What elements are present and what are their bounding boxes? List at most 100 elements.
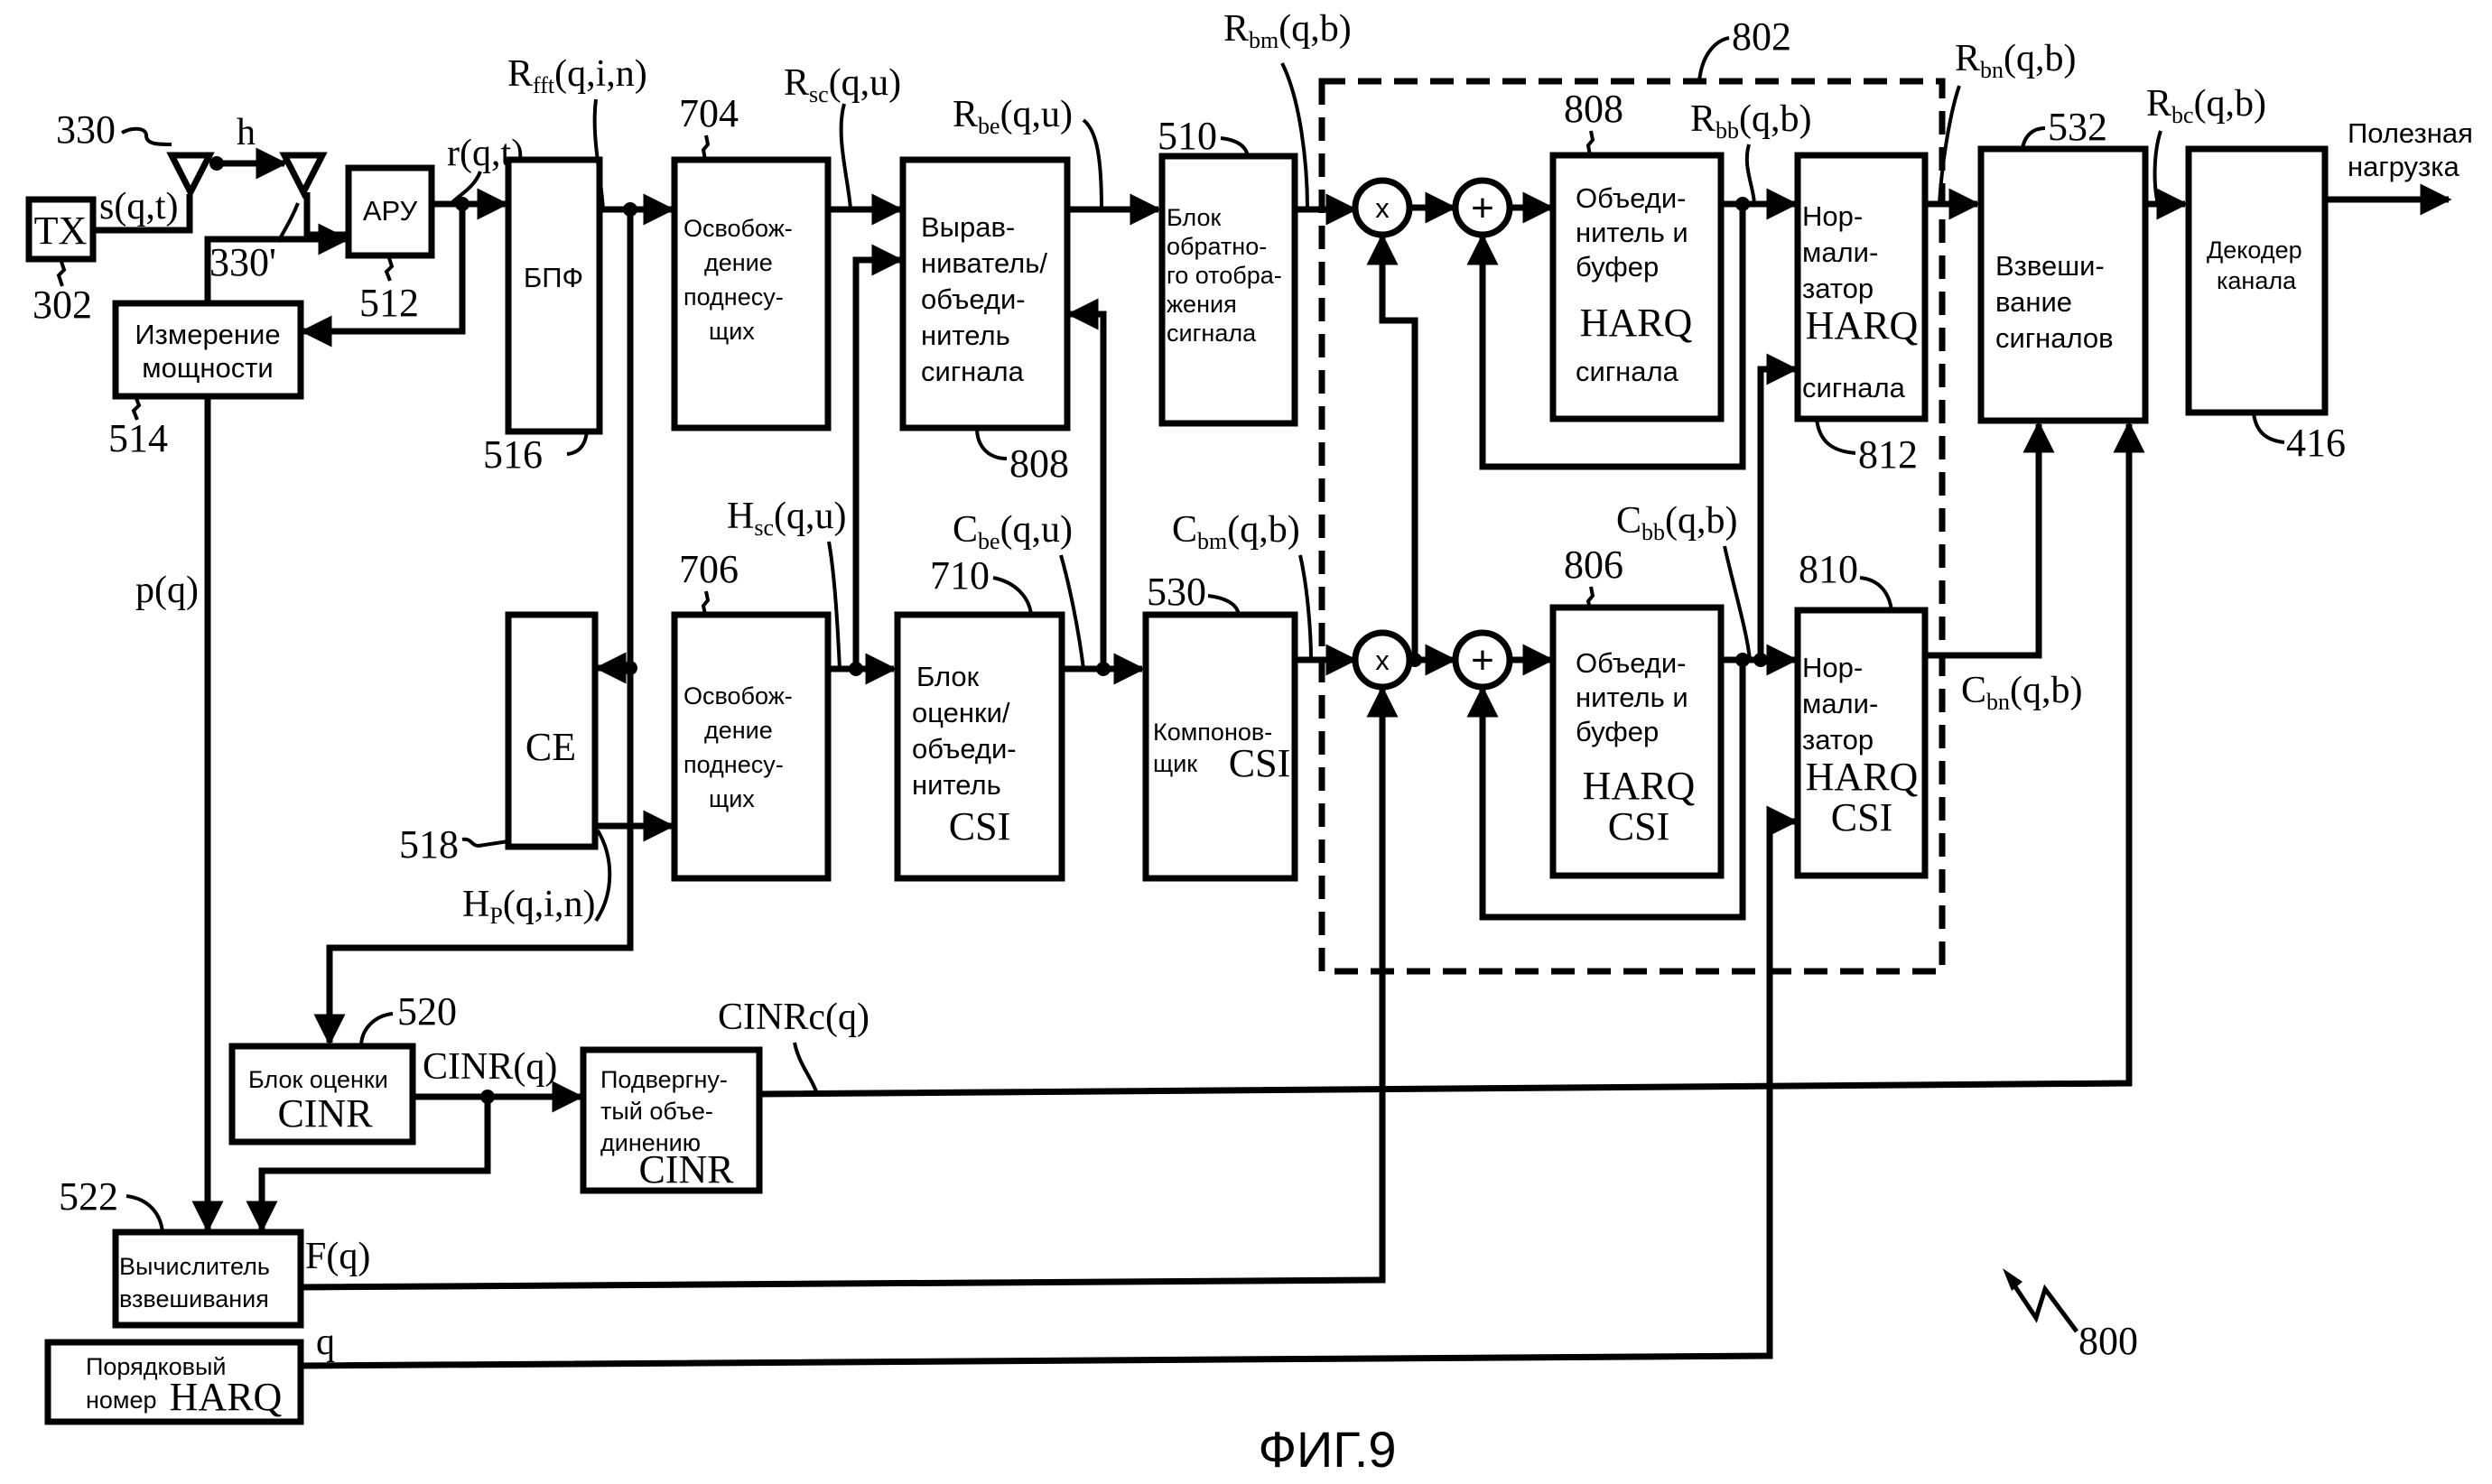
block-hnc-line-3: затор xyxy=(1802,724,1874,756)
leader-518 xyxy=(461,837,509,849)
block-hcc-acronym: HARQ xyxy=(1583,764,1696,808)
block-eq-line-5: сигнала xyxy=(921,356,1025,387)
signal-cbe: Cbe(q,u) xyxy=(953,509,1073,554)
block-power-measurement: Измерение мощности xyxy=(112,300,304,400)
wire-cbe-to-eq xyxy=(1066,298,1107,669)
leader-rbm xyxy=(1280,62,1309,210)
block-706-line-1: Освобож- xyxy=(683,682,793,710)
adder-top-symbol: + xyxy=(1471,186,1494,230)
block-sw-line-2: вание xyxy=(1995,286,2072,318)
signal-cinrc: CINRc(q) xyxy=(718,997,869,1038)
signal-rbn: Rbn(q,b) xyxy=(1955,38,2077,83)
ref-510: 510 xyxy=(1158,114,1217,158)
block-hcs-line-2: нитель и xyxy=(1576,217,1688,248)
signal-cbn: Cbn(q,b) xyxy=(1961,670,2083,715)
block-hcc-tail: CSI xyxy=(1608,804,1669,849)
leader-cbm xyxy=(1298,554,1313,661)
block-hns-line-3: затор xyxy=(1802,273,1874,304)
block-dec-line-1: Декодер xyxy=(2207,237,2302,264)
block-hnc-tail: CSI xyxy=(1831,795,1892,839)
block-510-line-3: го отобра- xyxy=(1167,262,1282,289)
wire-r-to-power xyxy=(300,204,466,348)
svg-text:Rbc(q,b): Rbc(q,b) xyxy=(2146,83,2266,128)
block-cinr-estimator-520: Блок оценки CINR xyxy=(228,1043,416,1145)
signal-rbm: Rbm(q,b) xyxy=(1223,8,1352,53)
ref-514: 514 xyxy=(108,416,168,460)
wire-q-to-normalizers xyxy=(300,821,1773,1369)
leader-rbc xyxy=(2153,130,2162,205)
block-530-acronym: CSI xyxy=(1229,741,1290,785)
ref-512: 512 xyxy=(359,281,419,325)
block-hcs-line-1: Объеди- xyxy=(1576,182,1687,214)
ref-330-prime: 330' xyxy=(209,240,276,284)
block-704-line-2: дение xyxy=(704,249,773,276)
leader-510 xyxy=(1220,136,1250,157)
system-ref-arrowhead xyxy=(2003,1268,2022,1291)
block-710-acronym: CSI xyxy=(949,804,1010,849)
leader-810 xyxy=(1859,576,1893,611)
block-hcs-tail: сигнала xyxy=(1576,356,1679,387)
block-ce: CE xyxy=(505,611,599,850)
leader-302 xyxy=(56,258,67,287)
block-710-line-4: нитель xyxy=(912,769,1001,801)
block-530-line-2: щик xyxy=(1153,750,1197,777)
ref-806: 806 xyxy=(1564,543,1623,587)
block-sw-line-1: Взвеши- xyxy=(1995,250,2105,282)
signal-cinr: CINR(q) xyxy=(423,1046,557,1088)
block-510-line-2: обратно- xyxy=(1167,233,1267,260)
block-agc: АРУ xyxy=(345,164,435,259)
block-706-line-2: дение xyxy=(704,717,773,744)
block-hnc-acronym: HARQ xyxy=(1806,755,1919,799)
wire-rbb-feedback xyxy=(1466,204,1746,470)
wire-fq-to-mult-bottom xyxy=(300,685,1399,1291)
block-csi-composer-530: Компонов- щик CSI xyxy=(1142,611,1298,882)
leader-522 xyxy=(126,1194,164,1233)
block-harq-sequence: Порядковый номер HARQ xyxy=(44,1339,304,1425)
block-harq-normalizer-csi-810: Нор- мали- затор HARQ CSI xyxy=(1794,607,1929,879)
ref-520: 520 xyxy=(397,989,457,1034)
wire-cbb-to-norm-sig xyxy=(1757,353,1799,660)
leader-802 xyxy=(1697,36,1730,82)
leader-rfft xyxy=(592,98,605,210)
block-power-line-1: Измерение xyxy=(135,319,280,350)
block-704-line-1: Освобож- xyxy=(683,215,793,242)
block-522-line-1: Вычислитель xyxy=(119,1253,270,1280)
block-hnc-line-2: мали- xyxy=(1802,688,1878,719)
block-hcs-acronym: HARQ xyxy=(1580,301,1693,345)
block-eq-line-3: объеди- xyxy=(921,283,1026,315)
block-seq-acronym: HARQ xyxy=(170,1375,283,1419)
signal-rsc: Rsc(q,u) xyxy=(784,62,901,107)
leader-cbb xyxy=(1723,545,1752,661)
ref-808-harq: 808 xyxy=(1564,87,1623,131)
block-agc-label: АРУ xyxy=(363,195,418,227)
adder-bottom-symbol: + xyxy=(1471,638,1494,682)
svg-text:HP(q,i,n): HP(q,i,n) xyxy=(462,884,595,929)
leader-516 xyxy=(566,431,589,456)
wire-rx-agc xyxy=(303,192,349,238)
leader-rsc xyxy=(839,103,852,210)
svg-text:Cbe(q,u): Cbe(q,u) xyxy=(953,509,1073,554)
signal-hp: HP(q,i,n) xyxy=(462,884,595,929)
leader-704 xyxy=(701,134,711,161)
svg-text:Rbe(q,u): Rbe(q,u) xyxy=(953,94,1073,139)
block-hcc-line-1: Объеди- xyxy=(1576,647,1687,679)
svg-text:Cbn(q,b): Cbn(q,b) xyxy=(1961,670,2083,715)
leader-808-harq xyxy=(1585,130,1595,156)
block-520-acronym: CINR xyxy=(277,1091,373,1136)
block-tx: TX xyxy=(25,196,97,263)
block-harq-combiner-csi-806: Объеди- нитель и буфер HARQ CSI xyxy=(1549,604,1725,879)
multiplier-top: x xyxy=(1352,177,1413,238)
signal-rbe: Rbe(q,u) xyxy=(953,94,1073,139)
leader-cinrc xyxy=(793,1042,819,1095)
multiplier-bottom-symbol: x xyxy=(1375,645,1390,676)
block-signal-weighting-532: Взвеши- вание сигналов xyxy=(1977,145,2149,424)
leader-rbb xyxy=(1744,144,1756,205)
block-tx-label: TX xyxy=(34,209,88,253)
block-equalizer-808: Вырав- ниватель/ объеди- нитель сигнала xyxy=(899,156,1071,431)
leader-710 xyxy=(992,576,1033,616)
block-710-line-3: объеди- xyxy=(912,733,1017,765)
wire-hsc-to-eq xyxy=(852,244,904,669)
block-harq-normalizer-signal-812: Нор- мали- затор HARQ сигнала xyxy=(1794,152,1929,422)
block-hns-tail: сигнала xyxy=(1802,372,1906,403)
rx-antenna-icon xyxy=(279,152,328,199)
